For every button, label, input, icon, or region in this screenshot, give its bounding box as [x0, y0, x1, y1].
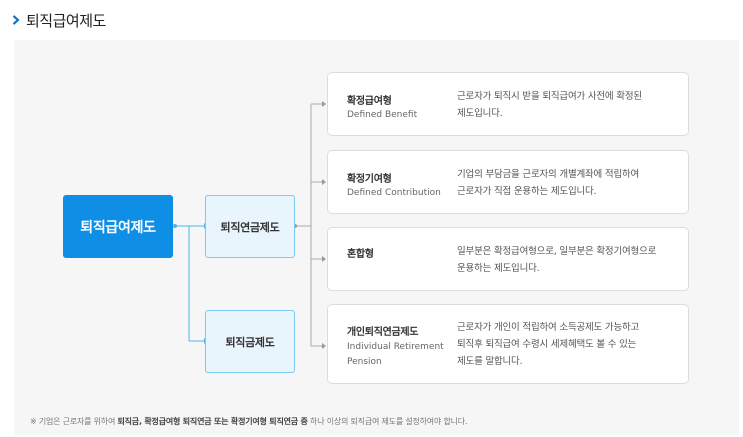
type-desc-line: 근로자가 개인이 적립하여 소득공제도 가능하고	[457, 322, 640, 333]
type-name-en: Individual Retirement	[347, 342, 444, 352]
type-desc-line: 제도를 말합니다.	[457, 356, 523, 367]
root-label: 퇴직급여제도	[80, 219, 156, 236]
type-card-defined-benefit: 확정급여형 Defined Benefit 근로자가 퇴직시 받을 퇴직급여가 …	[327, 72, 689, 136]
footnote: ※ 기업은 근로자를 위하여 퇴직금, 확정급여형 퇴직연금 또는 확정기여형 …	[30, 416, 467, 427]
type-desc-line: 근로자가 직접 운용하는 제도입니다.	[457, 186, 597, 197]
type-card-individual-retirement-pension: 개인퇴직연금제도 Individual Retirement Pension 근…	[327, 304, 689, 384]
footnote-suffix: 하나 이상의 퇴직급여 제도를 설정하여야 합니다.	[307, 417, 468, 426]
footnote-emphasis: 퇴직금, 확정급여형 퇴직연금 또는 확정기여형 퇴직연금 중	[117, 417, 308, 426]
branch-label: 퇴직연금제도	[220, 220, 280, 234]
section-heading: 퇴직급여제도	[12, 10, 106, 30]
type-desc-line: 근로자가 퇴직시 받을 퇴직급여가 사전에 확정된	[457, 91, 642, 102]
type-desc-line: 기업의 부담금을 근로자의 개별계좌에 적립하여	[457, 169, 640, 180]
footnote-prefix: ※ 기업은 근로자를 위하여	[30, 417, 118, 426]
type-desc-line: 제도입니다.	[457, 108, 503, 119]
type-name-en: Pension	[347, 357, 382, 367]
branch-label: 퇴직금제도	[225, 335, 275, 349]
type-name-ko: 확정급여형	[347, 96, 392, 107]
type-card-hybrid: 혼합형 일부분은 확정급여형으로, 일부분은 확정기여형으로 운용하는 제도입니…	[327, 227, 689, 291]
type-desc-line: 퇴직후 퇴직급여 수령시 세제혜택도 볼 수 있는	[457, 339, 637, 350]
type-desc-line: 일부분은 확정급여형으로, 일부분은 확정기여형으로	[457, 246, 657, 257]
root-box-retirement-benefit: 퇴직급여제도	[63, 195, 173, 258]
branch-box-retirement-pension: 퇴직연금제도	[205, 195, 295, 258]
type-name-en: Defined Contribution	[347, 188, 441, 198]
type-desc-line: 운용하는 제도입니다.	[457, 263, 540, 274]
type-name-ko: 개인퇴직연금제도	[347, 327, 419, 338]
page-title: 퇴직급여제도	[26, 11, 106, 30]
chevron-right-icon	[12, 13, 24, 27]
type-name-en: Defined Benefit	[347, 110, 418, 120]
branch-box-severance-pay: 퇴직금제도	[205, 310, 295, 373]
type-card-defined-contribution: 확정기여형 Defined Contribution 기업의 부담금을 근로자의…	[327, 150, 689, 214]
type-name-ko: 혼합형	[347, 249, 374, 260]
type-name-ko: 확정기여형	[347, 174, 392, 185]
